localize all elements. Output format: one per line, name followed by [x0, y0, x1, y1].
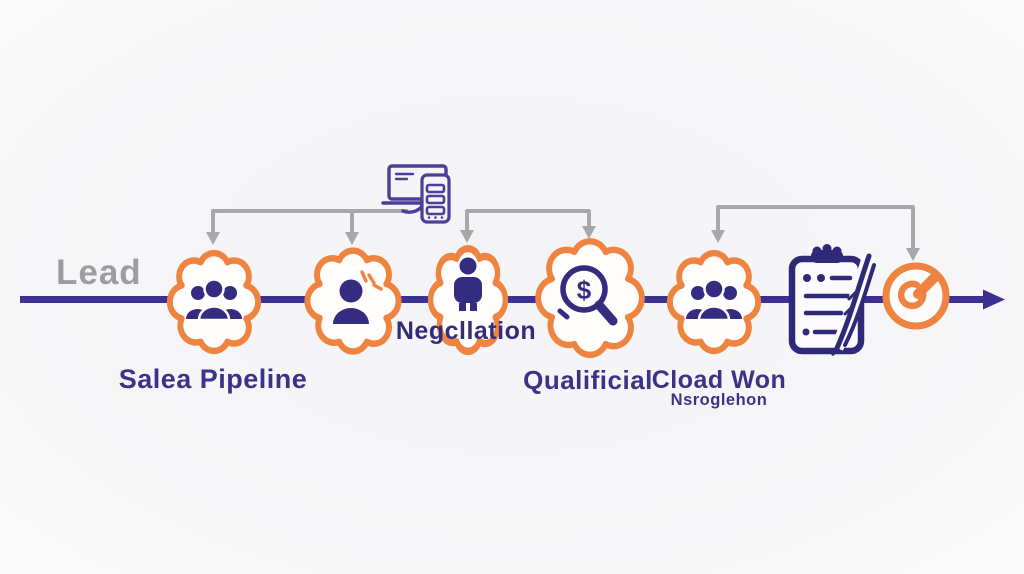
- arrow-right-icon: [983, 289, 1005, 310]
- stage-badge-sales-pipeline: [170, 253, 258, 351]
- lead-label: Lead: [56, 253, 142, 292]
- person-icon: [454, 257, 482, 311]
- stage-label-qualification: Qualificial: [523, 365, 653, 395]
- stage-label-sales-pipeline: Salea Pipeline: [118, 364, 308, 394]
- stage-badge-qualification: $: [538, 241, 642, 355]
- stage-badge-negotiation: [431, 249, 506, 352]
- dollar-magnifier-icon: $: [557, 265, 618, 326]
- arrow-down-icon: [206, 232, 220, 245]
- stage-badge-closed-won: [670, 253, 758, 351]
- stage-label-negotiation: Negcllation: [395, 317, 537, 345]
- connector-bracket-left: [206, 209, 408, 245]
- dollar-glyph: $: [577, 275, 592, 305]
- stage-label-closed-won: Cload Won: [651, 366, 787, 394]
- stage-sublabel-closed-won: Nsroglehon: [670, 391, 768, 409]
- stage-badge-prospect: [307, 251, 398, 352]
- arrow-down-icon: [345, 232, 359, 245]
- arrow-down-icon: [460, 230, 474, 243]
- person-alert-icon: [333, 270, 383, 324]
- arrow-down-icon: [582, 226, 596, 239]
- connector-bracket-middle: [460, 209, 596, 243]
- desktop-and-phone-icon: [381, 164, 451, 224]
- connector-bracket-right: [711, 205, 920, 261]
- arrow-down-icon: [906, 248, 920, 261]
- clipboard-quill-icon: [788, 244, 876, 356]
- arrow-down-icon: [711, 230, 725, 243]
- target-check-icon: [882, 262, 950, 330]
